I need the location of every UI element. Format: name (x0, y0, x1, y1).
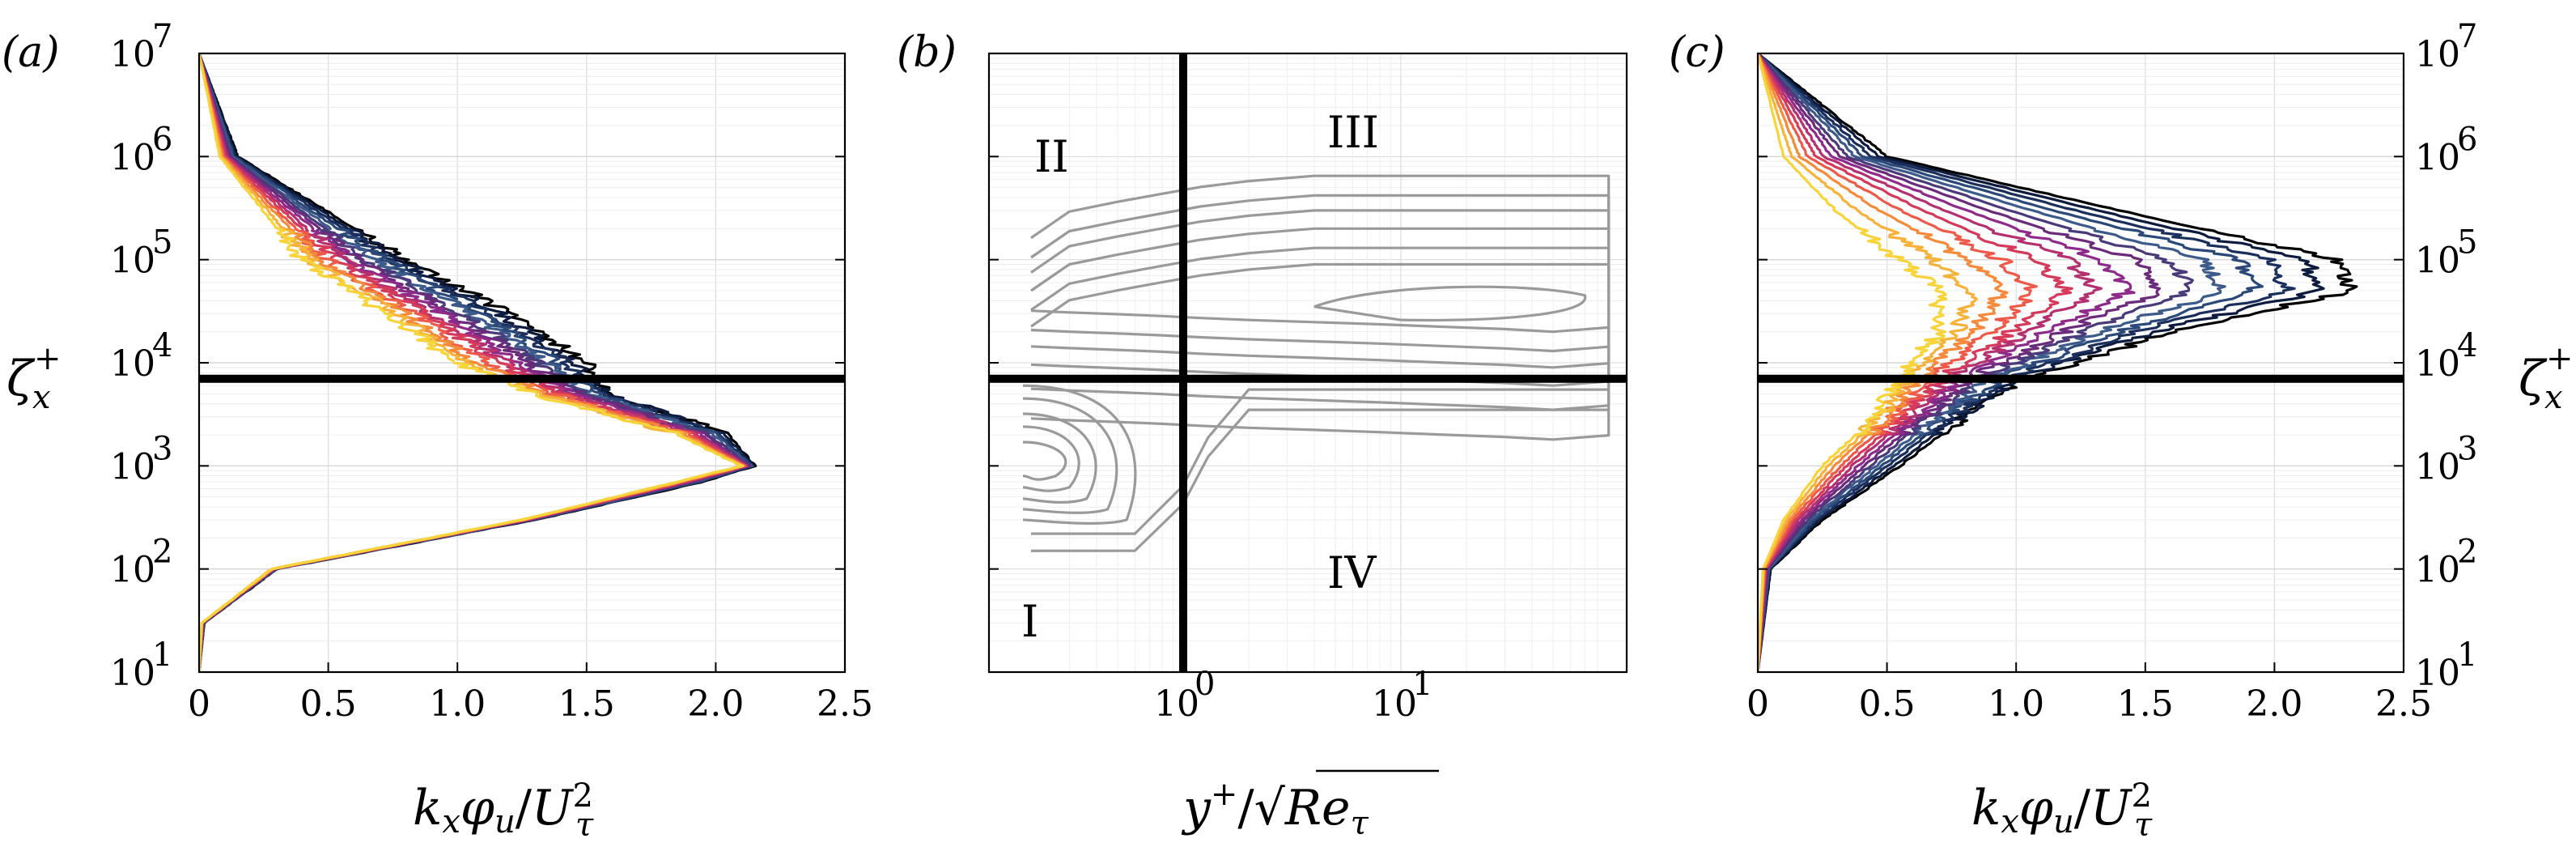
y-tick-exponent: 3 (152, 430, 172, 467)
y-tick-label: 10 (2415, 653, 2460, 694)
contour-line (1022, 397, 1118, 514)
svg-text:y+/√Reτ: y+/√Reτ (1181, 776, 1369, 842)
x-tick-label: 0.5 (300, 683, 357, 725)
x-tick-exponent: 1 (1412, 666, 1432, 703)
series-line (199, 53, 745, 672)
ylabel-sub-right: x (2544, 379, 2563, 416)
y-tick-exponent: 7 (2457, 18, 2477, 55)
x-tick-label: 2.0 (2246, 683, 2302, 725)
svg-text:kxφu/U2τ: kxφu/U2τ (413, 777, 594, 844)
x-tick-label: 2.5 (817, 683, 873, 725)
y-tick-label: 10 (2415, 137, 2460, 178)
panel-b-label: (b) (897, 28, 957, 77)
ylabel-sup-right: + (2546, 340, 2574, 377)
x-tick-label: 2.0 (687, 683, 744, 725)
y-tick-exponent: 3 (2457, 430, 2477, 467)
y-tick-label: 10 (2415, 240, 2460, 282)
y-tick-label: 10 (110, 137, 155, 178)
panel-a-series-group (199, 53, 758, 672)
contour-line (1022, 425, 1080, 492)
y-tick-exponent: 4 (2457, 327, 2477, 364)
x-tick-label: 1.0 (1988, 683, 2044, 725)
y-tick-exponent: 7 (152, 18, 172, 55)
y-tick-label: 10 (2415, 343, 2460, 385)
y-tick-label: 10 (110, 446, 155, 487)
panel-c-grid (1758, 53, 2404, 673)
x-tick-label: 0 (188, 683, 210, 725)
y-tick-label: 10 (2415, 446, 2460, 487)
y-tick-exponent: 5 (2457, 224, 2477, 262)
contour-line (1030, 408, 1609, 552)
panel-a-ylabel: ζ x + (6, 340, 62, 416)
y-tick-label: 10 (110, 343, 155, 385)
contour-line (1022, 441, 1067, 481)
panel-a-label: (a) (2, 28, 60, 77)
panel-b-grid (989, 53, 1627, 673)
y-tick-exponent: 4 (152, 327, 172, 364)
y-tick-label: 10 (110, 240, 155, 282)
panel-c-label: (c) (1669, 28, 1725, 77)
x-tick-label: 1.5 (2117, 683, 2174, 725)
x-tick-label: 0.5 (1859, 683, 1916, 725)
x-tick-label: 2.5 (2375, 683, 2432, 725)
threshold-lines (199, 53, 2404, 672)
contour-line (1030, 388, 1609, 535)
y-tick-exponent: 1 (2457, 636, 2477, 674)
y-tick-label: 10 (2415, 550, 2460, 591)
panel-c-ylabel: ζ x + (2519, 340, 2574, 416)
x-tick-label: 1.0 (429, 683, 486, 725)
ylabel-sup-left: + (34, 340, 62, 377)
y-tick-label: 10 (110, 34, 155, 75)
y-tick-label: 10 (2415, 34, 2460, 75)
region-III: III (1327, 107, 1379, 158)
y-tick-exponent: 2 (2457, 534, 2477, 571)
x-tick-exponent: 0 (1195, 666, 1215, 703)
y-tick-exponent: 1 (152, 636, 172, 674)
ylabel-zeta-left: ζ (6, 351, 36, 407)
region-I: I (1021, 596, 1038, 647)
x-tick-label: 0 (1746, 683, 1769, 725)
ylabel-sub-left: x (32, 379, 51, 416)
y-tick-label: 10 (110, 653, 155, 694)
y-tick-label: 10 (110, 550, 155, 591)
region-IV: IV (1327, 547, 1377, 598)
contour-line (1022, 412, 1097, 504)
contour-line (1022, 384, 1137, 525)
region-II: II (1034, 131, 1069, 182)
ylabel-zeta-right: ζ (2519, 351, 2548, 407)
x-tick-label: 10 (1372, 683, 1417, 725)
svg-text:kxφu/U2τ: kxφu/U2τ (1971, 777, 2153, 844)
panel-b-xlabel: y+/√Reτ (1181, 769, 1439, 842)
y-tick-exponent: 2 (152, 534, 172, 571)
y-tick-exponent: 6 (2457, 121, 2477, 158)
contour-line (1030, 262, 1611, 334)
y-tick-exponent: 6 (152, 121, 172, 158)
x-tick-label: 10 (1154, 683, 1199, 725)
y-tick-exponent: 5 (152, 224, 172, 262)
contour-line (1313, 285, 1587, 322)
x-tick-label: 1.5 (558, 683, 615, 725)
panel-b-contour-group (1022, 174, 1611, 552)
